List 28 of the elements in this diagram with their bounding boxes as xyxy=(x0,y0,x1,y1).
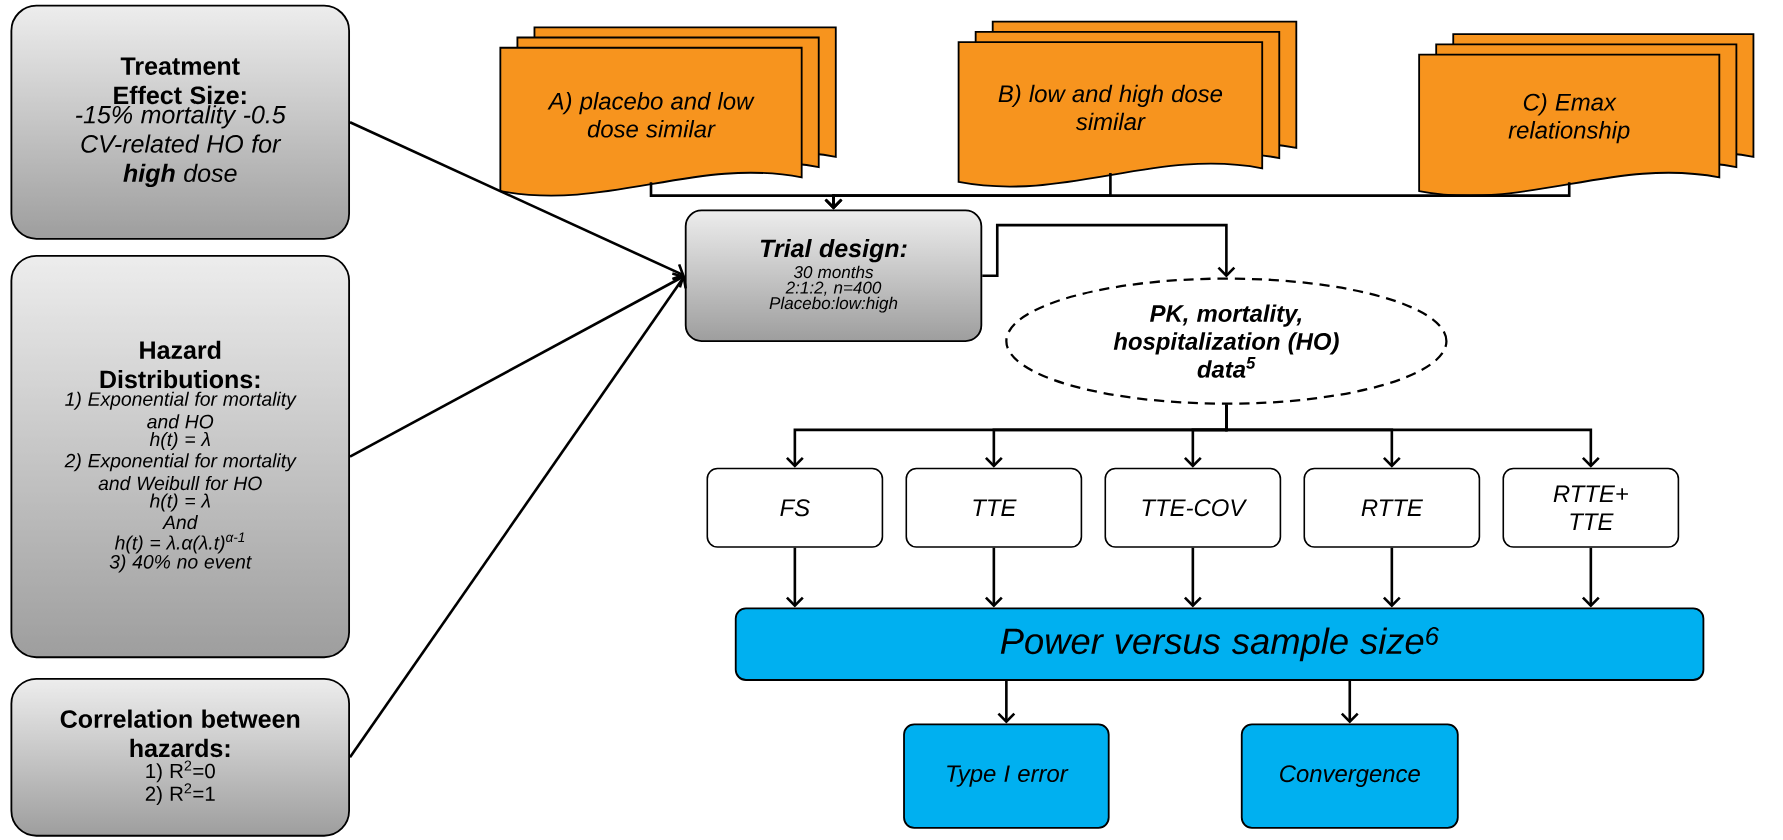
model-box: RTTE+ TTE xyxy=(1502,467,1680,548)
arrow xyxy=(786,547,804,608)
model-box: FS xyxy=(706,467,884,548)
document-stack: C) Emax relationship xyxy=(1418,33,1755,197)
arrow xyxy=(348,275,687,759)
arrow xyxy=(1183,547,1202,608)
model-box: RTTE xyxy=(1303,467,1481,548)
input-box: Treatment Effect Size: -15% mortality -0.5 CV-related HO for high dose xyxy=(10,4,350,240)
model-box: TTE-COV xyxy=(1104,467,1282,548)
arrow xyxy=(349,272,685,458)
arrow xyxy=(982,223,1236,278)
result-box: Power versus sample size$^{6}$ xyxy=(734,607,1705,681)
result-box: Type I error xyxy=(903,723,1110,829)
model-box: TTE xyxy=(905,467,1083,548)
document-stack: B) low and high dose similar xyxy=(957,20,1298,188)
arrow xyxy=(997,680,1016,724)
result-box: Convergence xyxy=(1240,723,1459,829)
arrow xyxy=(1225,404,1600,468)
arrow xyxy=(824,182,1571,210)
arrow xyxy=(984,547,1003,608)
process-box: Trial design: 30 months 2:1:2, n=400 Placebo:low:high xyxy=(684,209,983,343)
arrow xyxy=(349,121,685,281)
input-box: Correlation between hazards: 1) R$^{2}$=0 2) R$^{2}$=1 xyxy=(10,677,350,837)
input-box: Hazard Distributions: 1) Exponential for mortality and HO h(t) = λ 2) Exponential for mortality and Weibull for HO h(t) = λ And h(t) = λ.α(λ.t)$^{α-1}$ 3) 40% no event xyxy=(10,254,350,659)
arrow xyxy=(1340,680,1359,724)
arrow xyxy=(1581,547,1600,608)
arrow xyxy=(1382,547,1401,608)
document-stack: A) placebo and low dose similar xyxy=(499,26,837,197)
